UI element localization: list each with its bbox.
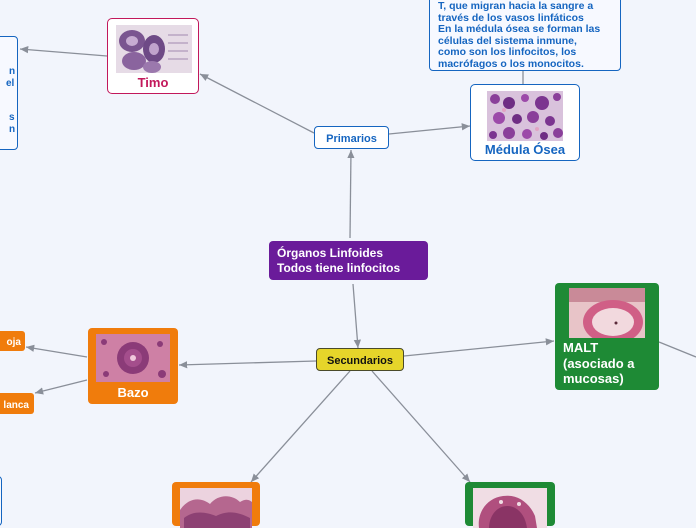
malt-histology-image bbox=[569, 288, 645, 338]
medula-note-line: En la médula ósea se forman las bbox=[438, 23, 601, 36]
link-primarios-medula bbox=[388, 123, 471, 135]
central-topic-subtitle: Todos tiene linfocitos bbox=[277, 261, 401, 275]
bazo-subtopic-blanca-label: lanca bbox=[3, 400, 29, 411]
bazo-subtopic-roja-label: oja bbox=[6, 337, 21, 348]
link-primarios-timo bbox=[199, 73, 315, 134]
lower-left-edge-fragment[interactable] bbox=[0, 476, 2, 526]
bazo-node[interactable]: Bazo bbox=[88, 328, 178, 404]
malt-node[interactable]: MALT (asociado a mucosas) bbox=[555, 283, 659, 390]
medula-note-line: T, que migran hacia la sangre a bbox=[438, 0, 594, 12]
malt-label-line: mucosas) bbox=[563, 371, 624, 386]
malt-label-line: (asociado a bbox=[563, 355, 635, 371]
link-bazo-blanca bbox=[34, 379, 88, 395]
central-topic-title: Órganos Linfoides bbox=[277, 246, 384, 260]
medula-node[interactable]: Médula Ósea bbox=[470, 84, 580, 161]
medula-note-line: través de los vasos linfáticos bbox=[438, 11, 584, 24]
lower-right-node[interactable] bbox=[465, 482, 555, 528]
central-topic[interactable]: Órganos Linfoides Todos tiene linfocitos bbox=[269, 241, 428, 280]
link-secundarios-bazo bbox=[178, 360, 317, 369]
timo-note-fragment: s bbox=[9, 112, 15, 123]
medula-label: Médula Ósea bbox=[484, 142, 566, 157]
timo-label: Timo bbox=[137, 75, 169, 90]
secundarios-label: Secundarios bbox=[326, 355, 394, 367]
medula-note[interactable]: T, que migran hacia la sangre a través d… bbox=[429, 0, 621, 71]
link-secundarios-lower-right bbox=[371, 370, 471, 483]
lower-left-node[interactable] bbox=[172, 482, 260, 528]
link-central-primarios bbox=[347, 149, 355, 239]
lower-left-histology-image bbox=[180, 488, 252, 528]
link-secundarios-malt bbox=[403, 338, 555, 357]
malt-label-line: MALT bbox=[563, 340, 599, 355]
secundarios-node[interactable]: Secundarios bbox=[316, 348, 404, 371]
bazo-label: Bazo bbox=[117, 385, 149, 400]
timo-histology-image bbox=[116, 25, 192, 73]
link-central-secundarios bbox=[352, 283, 361, 349]
link-timo-note bbox=[19, 46, 108, 57]
bazo-subtopic-blanca[interactable]: lanca bbox=[0, 393, 34, 414]
timo-note-fragment: n bbox=[9, 124, 16, 135]
primarios-label: Primarios bbox=[326, 133, 377, 145]
link-malt-right bbox=[658, 341, 696, 358]
medula-note-line: células del sistema inmune, bbox=[438, 34, 577, 47]
medula-histology-image bbox=[487, 91, 563, 141]
timo-note-fragment: n bbox=[9, 66, 16, 77]
timo-note-fragment: el bbox=[6, 78, 15, 89]
link-bazo-roja bbox=[25, 344, 88, 358]
bazo-histology-image bbox=[96, 334, 170, 382]
medula-note-line: macrófagos o los monocitos. bbox=[438, 57, 584, 70]
bazo-subtopic-roja[interactable]: oja bbox=[0, 331, 25, 351]
link-secundarios-lower-left bbox=[250, 370, 351, 483]
primarios-node[interactable]: Primarios bbox=[314, 126, 389, 149]
medula-note-line: como son los linfocitos, los bbox=[438, 46, 577, 59]
timo-node[interactable]: Timo bbox=[107, 18, 199, 94]
lower-right-histology-image bbox=[473, 488, 547, 528]
timo-note-partial[interactable]: n el s n bbox=[0, 36, 18, 150]
